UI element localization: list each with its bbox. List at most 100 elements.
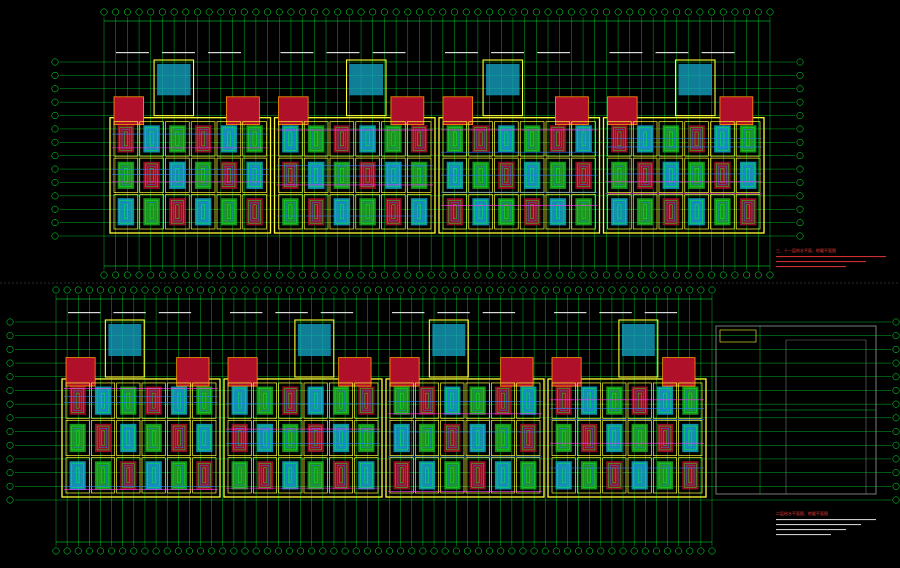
- lower-floor-plan: [6, 286, 900, 555]
- floor-heating-zone: [555, 386, 572, 415]
- floor-heating-zone: [682, 386, 699, 415]
- axis-bubble: [556, 271, 564, 279]
- room-outline: [494, 194, 519, 230]
- room-outline: [652, 457, 678, 494]
- axis-bubble: [641, 286, 649, 294]
- heating-coil: [314, 168, 318, 183]
- note-leader: [599, 312, 632, 314]
- heating-coil: [395, 463, 408, 488]
- heating-coil: [126, 392, 131, 409]
- heating-coil: [71, 425, 84, 451]
- axis-bubble: [652, 286, 660, 294]
- floor-heating-zone: [169, 125, 186, 153]
- heating-coil: [96, 463, 110, 488]
- heating-coil: [362, 428, 371, 448]
- room-outline: [141, 457, 166, 494]
- heating-coil: [177, 392, 181, 409]
- room-outline: [465, 382, 490, 419]
- floor-heating-zone: [231, 423, 248, 453]
- heating-coil: [389, 129, 398, 149]
- floor-heating-zone: [332, 386, 350, 415]
- heating-coil: [172, 463, 186, 488]
- floor-heating-zone: [282, 125, 299, 153]
- floor-heating-zone: [94, 386, 112, 415]
- room-outline: [494, 121, 519, 157]
- axis-bubble: [197, 286, 204, 294]
- heating-coil: [361, 200, 374, 224]
- heating-coil: [415, 165, 424, 185]
- room-outline: [519, 194, 545, 230]
- heating-coil: [478, 204, 483, 219]
- heating-coil: [227, 168, 231, 183]
- axis-bubble: [675, 547, 683, 555]
- axis-bubble: [345, 8, 353, 16]
- room-outline: [242, 194, 267, 230]
- heating-coil: [746, 204, 750, 219]
- heating-coil: [362, 465, 371, 486]
- axis-bubble: [6, 496, 14, 504]
- lower-right-note-title: 二层给水平面图、地暖平面图: [776, 511, 828, 516]
- axis-bubble: [334, 271, 342, 279]
- axis-bubble: [74, 547, 82, 555]
- axis-bubble: [796, 152, 804, 160]
- axis-bubble: [530, 286, 538, 294]
- axis-bubble: [119, 547, 127, 555]
- floor-heating-zone: [393, 386, 410, 415]
- heating-coil: [718, 202, 727, 222]
- axis-bubble: [796, 205, 804, 213]
- axis-bubble: [297, 547, 305, 555]
- floor-heating-zone: [469, 461, 486, 490]
- room-outline: [571, 121, 596, 157]
- axis-bubble: [766, 8, 774, 16]
- heating-coil: [284, 388, 297, 413]
- axis-bubble: [754, 271, 762, 279]
- floor-heating-zone: [359, 198, 376, 226]
- room-outline: [627, 382, 652, 419]
- heating-coil: [339, 392, 343, 409]
- heating-coil: [227, 131, 231, 147]
- heating-coil: [741, 200, 755, 224]
- room-outline: [551, 382, 576, 419]
- heating-coil: [337, 129, 346, 149]
- axis-bubble: [475, 547, 482, 555]
- axis-bubble: [6, 441, 14, 449]
- heating-coil: [557, 388, 570, 413]
- heating-coil: [399, 392, 404, 409]
- room-outline: [710, 157, 735, 193]
- axis-bubble: [6, 332, 14, 340]
- heating-coil: [391, 131, 396, 147]
- heating-coil: [577, 127, 590, 151]
- axis-bubble: [152, 286, 160, 294]
- axis-bubble: [731, 271, 739, 279]
- heating-coil: [171, 200, 184, 224]
- axis-bubble: [51, 85, 59, 93]
- room-outline: [278, 194, 303, 230]
- floor-heating-zone: [385, 161, 402, 189]
- heating-coil: [201, 204, 205, 219]
- heating-coil: [553, 202, 562, 222]
- axis-bubble: [552, 547, 560, 555]
- heating-coil: [471, 425, 484, 451]
- heating-coil: [522, 425, 535, 451]
- heating-coil: [149, 204, 154, 219]
- axis-bubble: [6, 373, 14, 381]
- room-outline: [116, 457, 141, 494]
- floor-heating-zone: [418, 386, 436, 415]
- axis-bubble: [441, 286, 449, 294]
- annex-room: [719, 329, 757, 343]
- heating-coil: [577, 200, 590, 224]
- floor-heating-zone: [580, 386, 598, 415]
- floor-heating-zone: [307, 161, 325, 189]
- axis-bubble: [397, 286, 405, 294]
- heating-coil: [499, 428, 507, 448]
- axis-bubble: [185, 547, 193, 555]
- floor-heating-zone: [410, 198, 428, 226]
- heating-coil: [528, 202, 537, 222]
- heating-coil: [474, 200, 487, 224]
- axis-bubble: [170, 8, 178, 16]
- axis-bubble: [796, 112, 804, 119]
- room-outline: [227, 382, 252, 419]
- axis-bubble: [586, 547, 594, 555]
- axis-bubble: [197, 547, 204, 555]
- heating-coil: [608, 463, 621, 488]
